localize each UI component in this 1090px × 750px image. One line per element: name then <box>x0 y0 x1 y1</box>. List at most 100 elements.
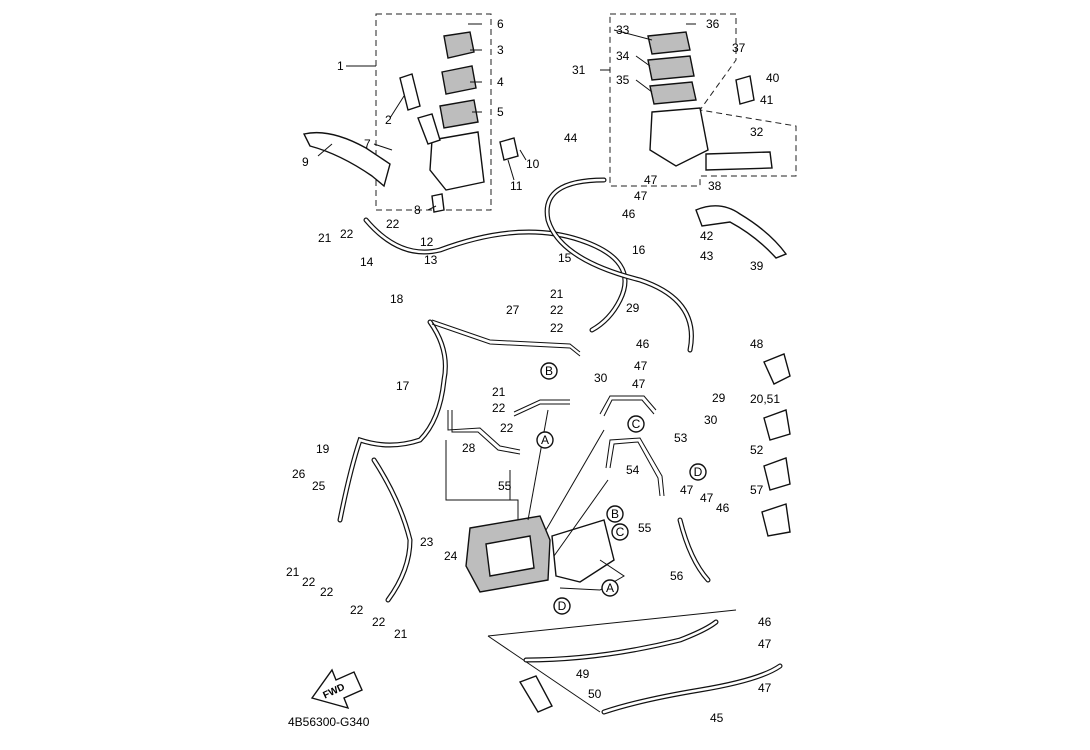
callout-47-a: 47 <box>644 173 658 187</box>
callout-8: 8 <box>414 203 421 217</box>
callout-39: 39 <box>750 259 764 273</box>
callout-5: 5 <box>497 105 504 119</box>
callout-numbers: 1 2 3 4 5 6 7 8 9 10 11 12 13 14 15 16 1… <box>286 17 780 725</box>
callout-55-a: 55 <box>498 479 512 493</box>
spring <box>417 113 441 145</box>
marker-B-upper-label: B <box>545 364 553 378</box>
callout-47-g: 47 <box>758 637 772 651</box>
callout-49: 49 <box>576 667 590 681</box>
fwd-arrow: FWD <box>310 668 363 710</box>
left-master-cylinder-group <box>302 13 519 213</box>
callout-24: 24 <box>444 549 458 563</box>
bracket-49 <box>518 675 553 713</box>
connector-markers: B A C D B C A D <box>536 362 707 615</box>
marker-C-upper-label: C <box>632 417 641 431</box>
marker-B-lower-label: B <box>611 507 619 521</box>
callout-22-b: 22 <box>386 217 400 231</box>
marker-D-lower-label: D <box>558 599 567 613</box>
callout-18: 18 <box>390 292 404 306</box>
callout-30-b: 30 <box>704 413 718 427</box>
callout-1: 1 <box>337 59 344 73</box>
callout-54: 54 <box>626 463 640 477</box>
callout-17: 17 <box>396 379 410 393</box>
holder-11 <box>499 137 519 161</box>
brake-hoses <box>337 177 711 603</box>
callout-23: 23 <box>420 535 434 549</box>
marker-D-lower <box>553 597 571 615</box>
brake-pipes <box>431 319 665 497</box>
callout-34: 34 <box>616 49 630 63</box>
bolt-8 <box>431 193 445 213</box>
cap-plate <box>441 65 477 95</box>
callout-29-b: 29 <box>712 391 726 405</box>
callout-14: 14 <box>360 255 374 269</box>
callout-46-b: 46 <box>636 337 650 351</box>
plate-34 <box>647 55 695 81</box>
marker-B-upper <box>540 362 558 380</box>
callout-36: 36 <box>706 17 720 31</box>
rear-brake-lever-39 <box>695 205 788 259</box>
marker-A-lower <box>601 579 619 597</box>
callout-47-f: 47 <box>700 491 714 505</box>
callout-45: 45 <box>710 711 724 725</box>
callout-15: 15 <box>558 251 572 265</box>
callout-22-j: 22 <box>372 615 386 629</box>
callout-52: 52 <box>750 443 764 457</box>
callout-21-b: 21 <box>550 287 564 301</box>
reservoir-cap <box>443 31 475 59</box>
callout-47-h: 47 <box>758 681 772 695</box>
right-master-cylinder-group <box>609 13 797 259</box>
callout-22-a: 22 <box>340 227 354 241</box>
callout-53: 53 <box>674 431 688 445</box>
marker-D-upper <box>689 463 707 481</box>
callout-30-a: 30 <box>594 371 608 385</box>
callout-44: 44 <box>564 131 578 145</box>
callout-29-a: 29 <box>626 301 640 315</box>
callout-21-e: 21 <box>394 627 408 641</box>
diaphragm-35 <box>649 81 697 105</box>
switch-41 <box>735 75 755 105</box>
callout-48: 48 <box>750 337 764 351</box>
marker-C-upper <box>627 415 645 433</box>
callout-46-a: 46 <box>622 207 636 221</box>
front-brake-lever <box>302 131 391 188</box>
callout-7: 7 <box>364 137 371 151</box>
callout-12: 12 <box>420 235 434 249</box>
cap-33 <box>647 31 691 55</box>
callout-56: 56 <box>670 569 684 583</box>
callout-22-h: 22 <box>320 585 334 599</box>
callout-28: 28 <box>462 441 476 455</box>
callout-20-51: 20,51 <box>750 392 780 406</box>
callout-31: 31 <box>572 63 586 77</box>
callout-41: 41 <box>760 93 774 107</box>
callout-46-c: 46 <box>716 501 730 515</box>
callout-43: 43 <box>700 249 714 263</box>
marker-A-upper <box>536 431 554 449</box>
callout-4: 4 <box>497 75 504 89</box>
callout-38: 38 <box>708 179 722 193</box>
callout-42: 42 <box>700 229 714 243</box>
marker-C-lower <box>611 523 629 541</box>
drawing-code: 4B56300-G340 <box>288 715 370 729</box>
callout-10: 10 <box>526 157 540 171</box>
callout-26: 26 <box>292 467 306 481</box>
clip-20-51 <box>763 409 791 441</box>
callout-6: 6 <box>497 17 504 31</box>
callout-11: 11 <box>510 179 523 193</box>
callout-22-f: 22 <box>500 421 514 435</box>
callout-47-d: 47 <box>632 377 646 391</box>
master-cylinder-body <box>429 131 485 191</box>
callout-21-a: 21 <box>318 231 332 245</box>
callout-57: 57 <box>750 483 764 497</box>
callout-32: 32 <box>750 125 764 139</box>
lower-cable-section <box>487 609 783 715</box>
callout-13: 13 <box>424 253 438 267</box>
marker-D-upper-label: D <box>694 465 703 479</box>
callout-2: 2 <box>385 113 392 127</box>
callout-22-e: 22 <box>492 401 506 415</box>
callout-21-d: 21 <box>286 565 300 579</box>
marker-A-lower-label: A <box>606 581 614 595</box>
leader-lines <box>317 23 696 211</box>
